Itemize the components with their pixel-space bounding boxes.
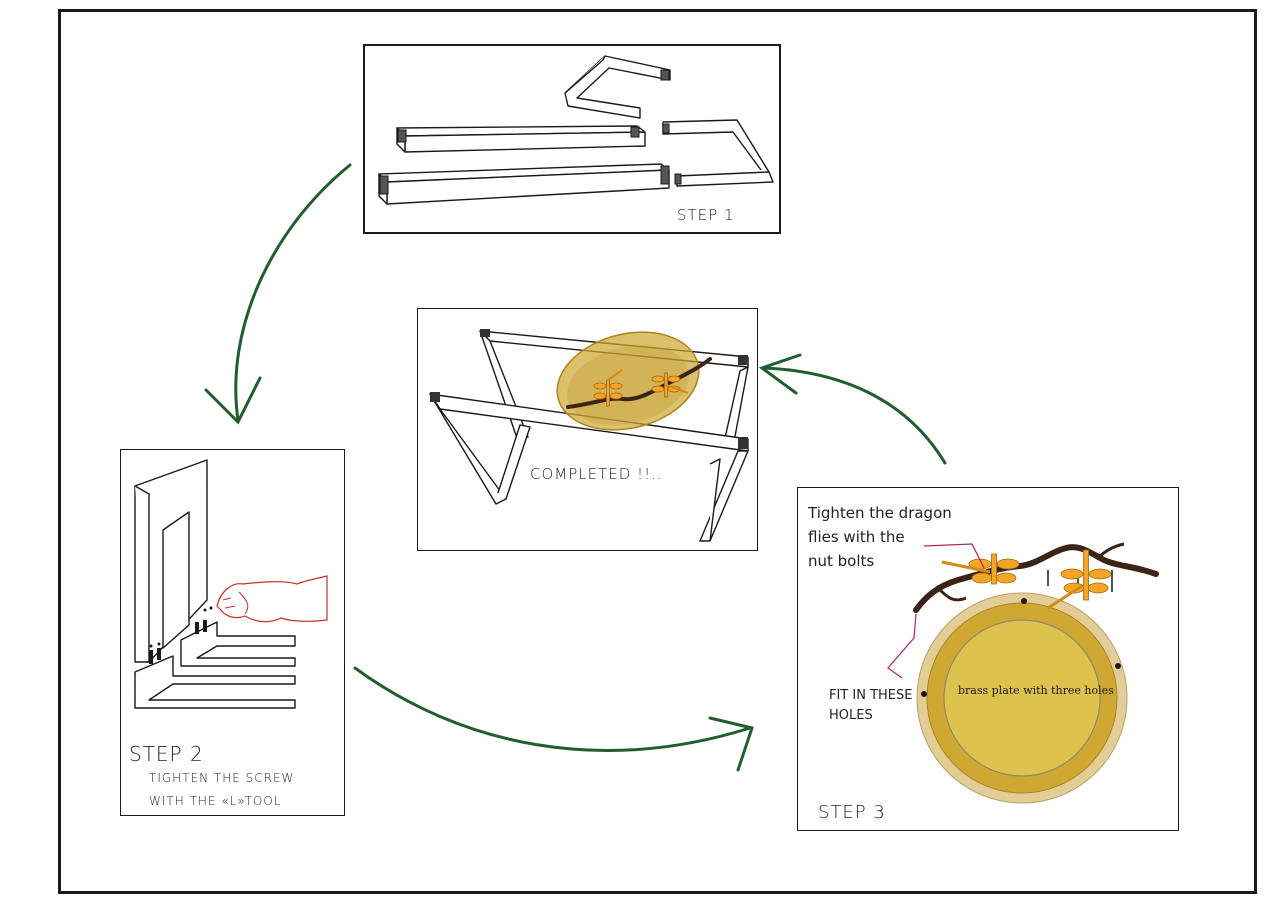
- step3-holes-line2: HOLES: [829, 708, 873, 723]
- step3-note-line2: flies with the: [808, 528, 905, 546]
- branch: [913, 544, 1159, 613]
- arrow-head-step2: [204, 376, 262, 425]
- step2-instruction-line1: TIGHTEN THE SCREW: [149, 771, 295, 785]
- screw-tightening-illustration: [134, 459, 328, 709]
- arrow-head-completed: [758, 353, 802, 395]
- dragonfly-right: [1047, 549, 1112, 610]
- plate-inner-disc: [943, 619, 1101, 777]
- plate-label: brass plate with three holes: [958, 684, 1114, 697]
- step2-instruction-line2: WITH THE «L»TOOL: [149, 794, 282, 808]
- frame-lower-joint: [134, 655, 296, 709]
- arrow-step2-to-step3: [353, 666, 752, 752]
- arrow-head-step3: [708, 716, 754, 772]
- brass-plate-tilted: [556, 331, 700, 431]
- completed-panel: COMPLETED !!..: [417, 308, 758, 551]
- hole-left: [921, 691, 927, 697]
- outer-frame: [58, 9, 1257, 894]
- table-front-leg-right: [699, 450, 749, 542]
- dragonfly-left: [941, 553, 1020, 585]
- step1-panel: STEP 1: [363, 44, 781, 234]
- step2-panel: STEP 2 TIGHTEN THE SCREW WITH THE «L»TOO…: [120, 449, 345, 816]
- frame-parts-illustration: [378, 55, 774, 205]
- step3-panel: Tighten the dragon flies with the nut bo…: [797, 487, 1179, 831]
- step3-holes-line1: FIT IN THESE: [829, 688, 913, 703]
- completed-label: COMPLETED !!..: [530, 465, 663, 483]
- step3-note-line3: nut bolts: [808, 552, 875, 570]
- l-frame-upper: [564, 55, 671, 119]
- completed-table-illustration: [429, 329, 749, 542]
- brass-plate-illustration: [887, 542, 1159, 804]
- leader-holes: [887, 613, 917, 679]
- arrow-step3-to-completed: [763, 366, 947, 465]
- arrow-step1-to-step2: [234, 163, 352, 422]
- step3-note-line1: Tighten the dragon: [808, 504, 952, 522]
- dragonfly-left: [593, 369, 623, 407]
- step2-label: STEP 2: [129, 742, 204, 766]
- step1-label: STEP 1: [677, 206, 735, 224]
- leader-dragonfly: [923, 543, 985, 569]
- hand-with-l-tool: [216, 575, 328, 623]
- step3-label: STEP 3: [818, 802, 886, 823]
- hole-right: [1115, 663, 1121, 669]
- hole-top: [1021, 598, 1027, 604]
- branch: [566, 357, 712, 409]
- dragonfly-right: [651, 372, 689, 398]
